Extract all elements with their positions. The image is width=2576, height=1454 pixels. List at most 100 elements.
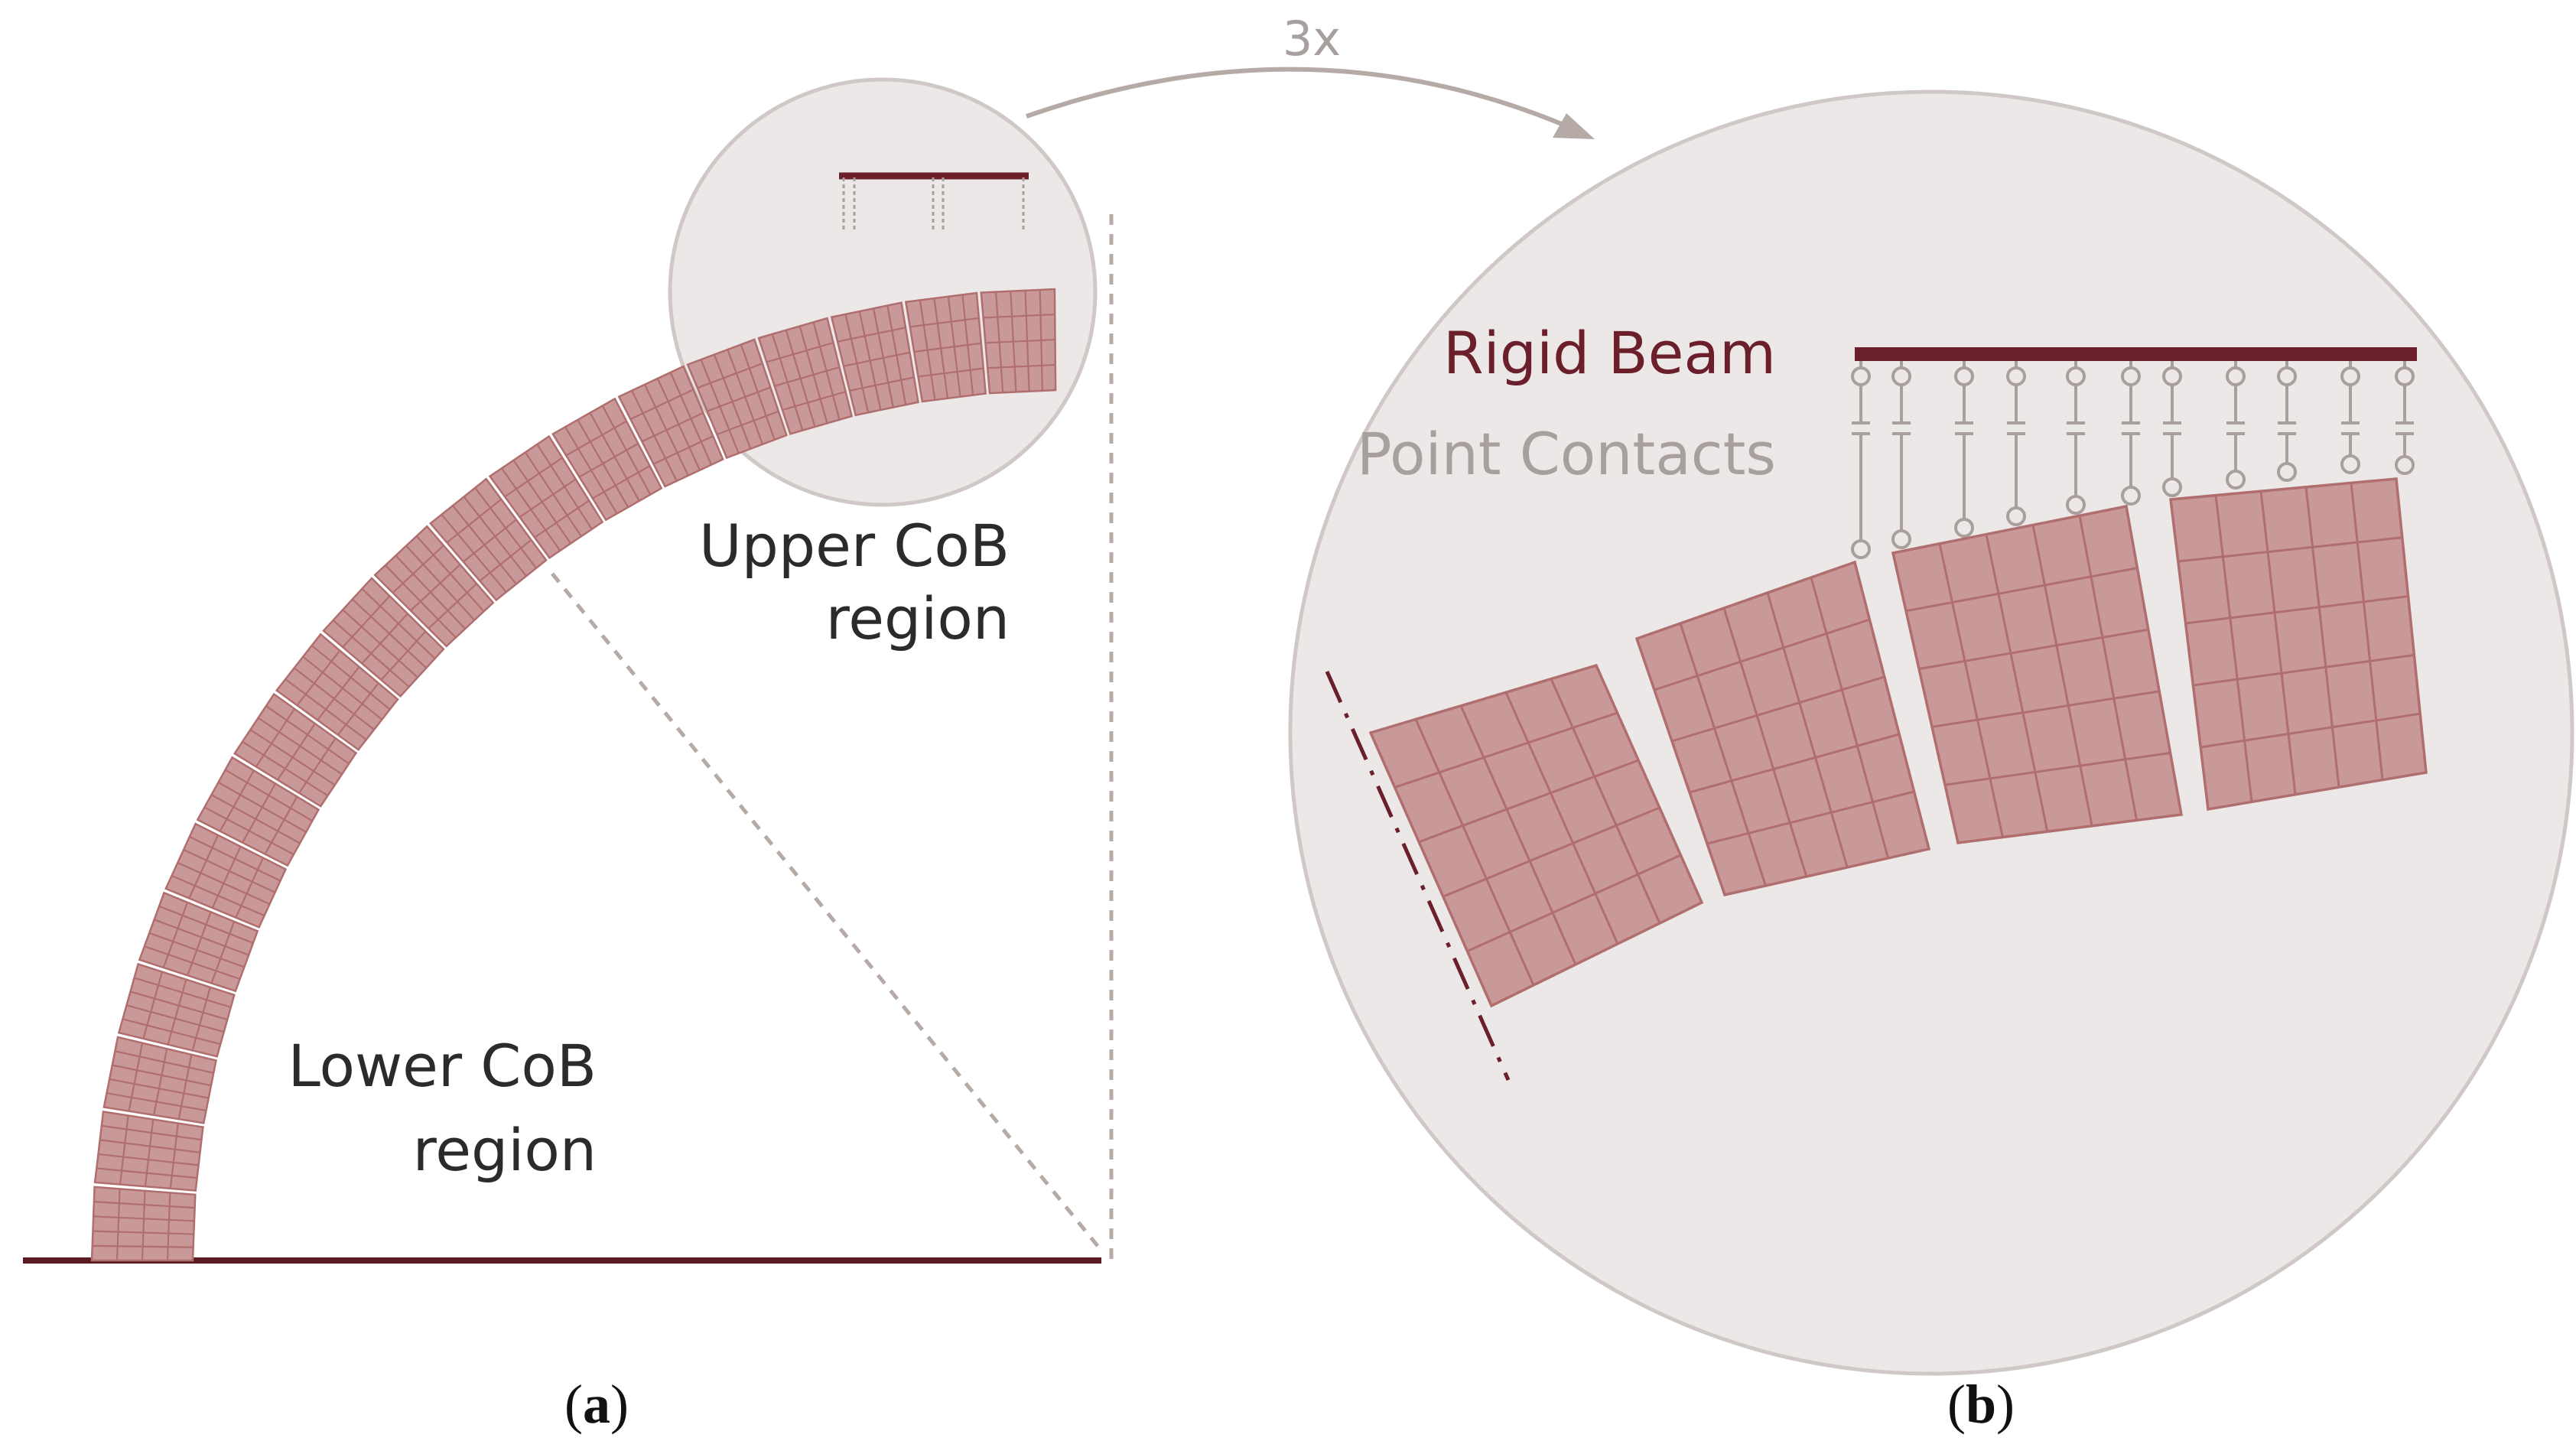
block-outline bbox=[757, 317, 854, 435]
mesh-line bbox=[849, 376, 915, 392]
mesh-line bbox=[707, 386, 771, 412]
mesh-line bbox=[578, 442, 639, 478]
block-outline bbox=[164, 822, 288, 929]
block-outline bbox=[1634, 560, 1931, 897]
mesh-line bbox=[1679, 623, 1767, 886]
point-contact bbox=[1851, 361, 1871, 559]
mesh-line bbox=[2304, 486, 2340, 788]
arch-block bbox=[138, 891, 259, 993]
mesh-line bbox=[177, 1054, 193, 1120]
contact-hinge-bottom bbox=[1891, 529, 1911, 549]
mesh-line bbox=[1706, 790, 1914, 845]
mesh-line bbox=[264, 796, 298, 855]
block-outline bbox=[275, 633, 399, 751]
contact-hinge-bottom bbox=[2395, 455, 2415, 475]
contact-hinge-bottom bbox=[2340, 454, 2360, 474]
arch-block bbox=[164, 822, 288, 929]
mesh-line bbox=[843, 351, 910, 367]
mesh-line bbox=[317, 666, 360, 721]
panel-a: Upper CoB region Lower CoB region (a) bbox=[23, 77, 1114, 1435]
lower-region-label-line1: Lower CoB bbox=[288, 1032, 597, 1100]
mesh-line bbox=[519, 478, 577, 518]
block-outline bbox=[117, 962, 236, 1058]
block-outline bbox=[429, 477, 548, 602]
upper-region-label-line1: Upper CoB bbox=[699, 512, 1010, 580]
mesh-line bbox=[697, 363, 763, 389]
upper-region-magnifier-circle bbox=[668, 77, 1098, 507]
mesh-line bbox=[1442, 806, 1660, 898]
panel-b-caption: (b) bbox=[1947, 1374, 2015, 1435]
mesh-line bbox=[210, 921, 236, 984]
mesh-line bbox=[1394, 711, 1618, 789]
region-boundary-dashed bbox=[551, 572, 1103, 1252]
arch-block bbox=[102, 1036, 217, 1124]
mesh-line bbox=[2178, 536, 2402, 563]
point-contacts bbox=[1851, 361, 2415, 559]
point-contact bbox=[2340, 361, 2360, 474]
mesh-line bbox=[918, 367, 984, 378]
mesh-line bbox=[446, 498, 503, 544]
block-outline bbox=[322, 577, 445, 698]
upper-region-label-line2: region bbox=[826, 584, 1010, 652]
mesh-line bbox=[985, 338, 1055, 344]
arch-block bbox=[980, 288, 1057, 395]
mesh-line bbox=[782, 391, 846, 411]
contact-hinge-bottom bbox=[1954, 518, 1974, 538]
mesh-line bbox=[2031, 525, 2093, 827]
detail-magnified-circle bbox=[1288, 89, 2574, 1376]
mesh-line bbox=[277, 723, 316, 781]
mesh-line bbox=[1689, 733, 1900, 794]
point-contact bbox=[2121, 361, 2141, 506]
boundary-dash-dot-line bbox=[1325, 670, 1511, 1082]
mesh-line bbox=[187, 911, 212, 976]
block-outline bbox=[196, 756, 320, 867]
mesh-line bbox=[191, 987, 211, 1051]
contact-hinge-bottom bbox=[2006, 506, 2026, 526]
mesh-line bbox=[188, 834, 220, 899]
mesh-line bbox=[428, 583, 477, 629]
mesh-line bbox=[128, 1043, 144, 1111]
point-contact bbox=[2066, 361, 2086, 515]
block-outline bbox=[2169, 477, 2428, 812]
mesh-line bbox=[766, 341, 834, 363]
mesh-line bbox=[592, 465, 651, 499]
detail-block bbox=[1634, 560, 1931, 897]
mesh-line bbox=[1766, 592, 1849, 868]
arch-block bbox=[686, 338, 788, 460]
arch-block bbox=[617, 365, 724, 488]
contact-hinge-bottom bbox=[2066, 495, 2086, 515]
mesh-line bbox=[2193, 653, 2415, 687]
mesh-line bbox=[1944, 751, 2171, 786]
mesh-line bbox=[1459, 705, 1577, 965]
mesh-line bbox=[641, 411, 704, 443]
mesh-line bbox=[983, 313, 1055, 319]
point-contact bbox=[1891, 361, 1911, 549]
mesh-line bbox=[1810, 577, 1890, 859]
point-contact bbox=[2226, 361, 2246, 490]
detail-block bbox=[1368, 663, 1704, 1008]
mesh-line bbox=[342, 595, 391, 648]
arch-block bbox=[275, 633, 399, 751]
mesh-line bbox=[410, 564, 461, 612]
arch-block bbox=[429, 477, 548, 602]
lower-region-label-line2: region bbox=[413, 1116, 597, 1184]
mesh-line bbox=[153, 1048, 168, 1116]
point-contacts-label: Point Contacts bbox=[1357, 420, 1776, 488]
mesh-line bbox=[2078, 515, 2139, 821]
panel-a-caption: (a) bbox=[564, 1374, 629, 1435]
mesh-line bbox=[652, 435, 714, 465]
small-point-contacts bbox=[842, 177, 1025, 229]
rigid-beam-label: Rigid Beam bbox=[1443, 319, 1776, 387]
block-outline bbox=[1891, 504, 2184, 844]
contact-hinge-bottom bbox=[2226, 470, 2246, 490]
arch-block bbox=[322, 577, 445, 698]
detail-block bbox=[1891, 504, 2184, 844]
mesh-line bbox=[219, 769, 255, 832]
mesh-line bbox=[166, 1192, 171, 1261]
mesh-line bbox=[211, 846, 242, 909]
arch-block bbox=[373, 525, 495, 648]
mesh-line bbox=[298, 737, 337, 794]
arch-block bbox=[488, 434, 604, 560]
mesh-line bbox=[1722, 607, 1808, 877]
block-outline bbox=[551, 397, 663, 522]
